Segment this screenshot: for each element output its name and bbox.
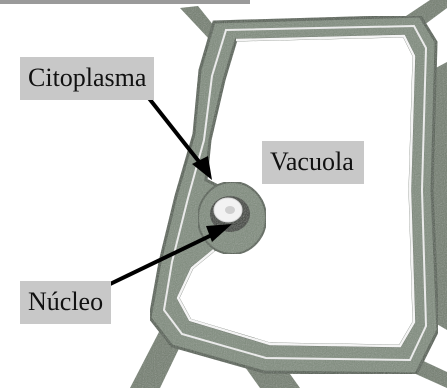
label-vacuola: Vacuola bbox=[262, 141, 364, 184]
label-citoplasma: Citoplasma bbox=[20, 57, 154, 100]
nucleolus bbox=[225, 206, 235, 214]
label-nucleo: Núcleo bbox=[20, 281, 111, 324]
